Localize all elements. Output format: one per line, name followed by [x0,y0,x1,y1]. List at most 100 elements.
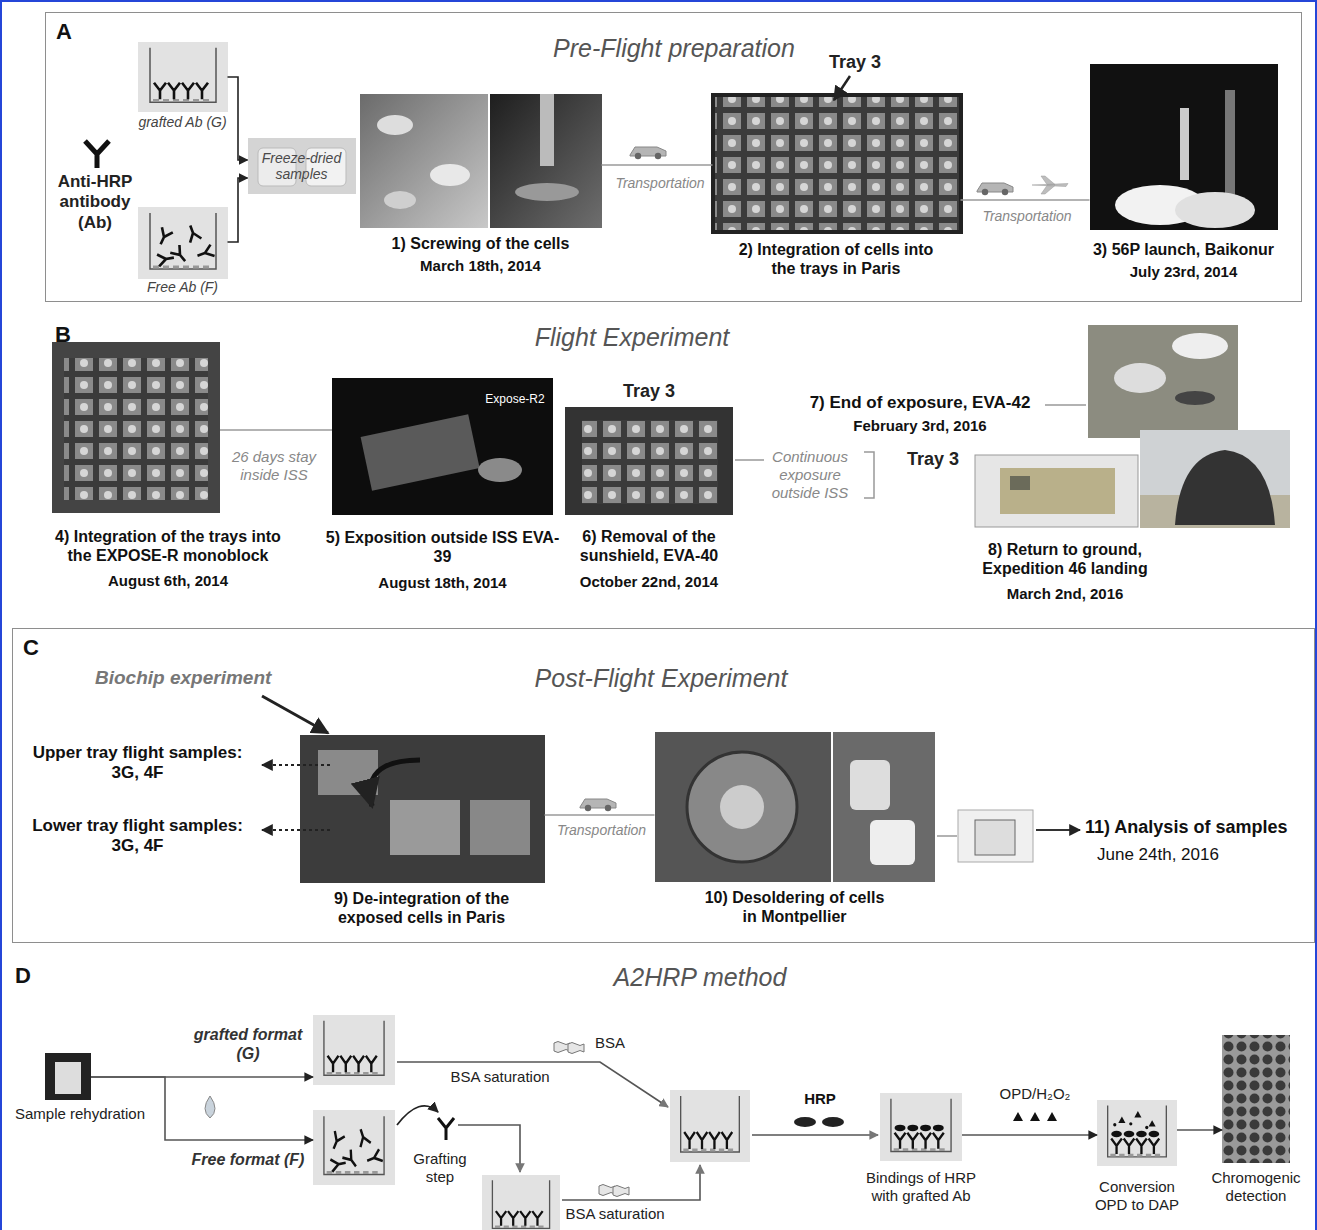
transport-icon [580,147,1068,811]
connector [545,814,655,816]
photo [1172,333,1228,359]
text-slot: Sample rehydration [5,1105,155,1123]
text-slot: 1) Screwing of the cells [350,234,612,253]
photo [720,785,764,829]
photo [870,820,915,865]
method-arrow [599,1185,629,1197]
text-slot: 26 days stay inside ISS [222,448,326,484]
caption-text: 1) Screwing of the cells [350,234,612,253]
text-slot: Pre-Flight preparation [459,33,889,63]
caption-text: 10) Desoldering of cells in Montpellier [700,888,890,926]
text-slot: July 23rd, 2014 [1070,263,1298,281]
well-figure [329,1127,383,1172]
leader-line [1036,829,1080,831]
text-slot: 4) Integration of the trays into the EXP… [48,527,288,565]
caption-text: August 18th, 2014 [322,574,563,592]
figure-box: grafted Ab (G) [138,42,228,112]
caption-text: Chromogenic detection [1196,1169,1316,1205]
photo [1175,391,1215,405]
method-arrow [794,1117,816,1127]
connector [228,77,248,160]
text-slot: Biochip experiment [95,667,315,690]
photo [430,164,470,186]
label-text: D [15,963,45,989]
well-figure [138,42,228,112]
photo [975,455,1138,527]
photo [713,95,961,232]
caption-text: Tray 3 [565,381,733,403]
text-slot: October 22nd, 2014 [554,573,744,591]
text-slot: HRP [795,1090,845,1108]
text-slot: Tray 3 [565,381,733,403]
connector [220,429,332,431]
label-text: Flight Experiment [432,322,832,352]
caption-text: 5) Exposition outside ISS EVA-39 [322,528,563,566]
leader-line [834,76,850,100]
panel-frame: APre-Flight preparationgrafted Ab (G)Fre… [45,12,1302,302]
figure-box: grafted format (G) [313,1015,395,1085]
caption-text: grafted Ab (G) [123,114,243,131]
photo [655,732,831,882]
transport-icon [977,183,1013,195]
well-figure [138,42,1177,1230]
photo [565,407,733,515]
photo [1140,430,1290,528]
text-slot: grafted format (G) [189,1025,307,1063]
text-slot: August 6th, 2014 [48,572,288,590]
figure-box: 2) Integration of cells into the trays i… [713,95,961,232]
label-text: 7) End of exposure, EVA-42 [785,393,1055,413]
photo [64,358,208,500]
text-slot: Post-Flight Experiment [446,663,876,693]
caption-text: grafted format (G) [189,1025,307,1063]
method-arrow [752,1134,878,1136]
well-figure [684,1132,732,1149]
well-figure [313,1110,395,1185]
method-arrow [205,1096,215,1118]
text-slot: Flight Experiment [432,322,832,352]
antibody-symbol [85,141,109,168]
caption-text: Sample rehydration [5,1105,155,1123]
method-arrow [822,1117,844,1127]
text-slot: Tray 3 [820,52,890,74]
photo [470,800,530,855]
figure-box: Sample rehydration [45,1053,91,1100]
antibody-symbol [85,141,109,168]
leader-line [262,696,328,733]
photo [1175,450,1275,525]
well-figure [1111,1131,1159,1137]
photo [45,1053,91,1100]
photo [52,342,220,513]
text-slot: Continuous exposure outside ISS [760,448,860,502]
text-slot: Tray 3 [907,449,969,471]
figure-box: Conversion OPD to DAP [1097,1100,1177,1166]
caption-text: Conversion OPD to DAP [1087,1178,1187,1214]
text-slot: March 2nd, 2016 [965,585,1165,603]
caption-text: Free format (F) [189,1150,307,1169]
photo [478,458,522,482]
figure-box: Expose-R25) Exposition outside ISS EVA-3… [332,378,553,515]
method-arrow [1013,1112,1057,1121]
text-slot: Conversion OPD to DAP [1087,1178,1187,1214]
label-text: Grafting step [405,1150,475,1186]
figure-box: Free Ab (F) [138,207,228,279]
caption-text: Bindings of HRP with grafted Ab [856,1169,986,1205]
caption-text: October 22nd, 2014 [554,573,744,591]
leader-line [735,459,764,461]
caption-text: July 23rd, 2014 [1070,263,1298,281]
caption-text: Tray 3 [907,449,969,471]
figure-box: Freeze-dried samples [248,138,356,194]
text-slot: D [15,963,45,989]
text-slot: 2) Integration of cells into the trays i… [729,240,944,278]
photo [490,94,602,228]
text-slot: 9) De-integration of the exposed cells i… [307,889,537,927]
text-slot: March 18th, 2014 [350,257,612,275]
well-figure [155,223,214,266]
text-slot: Free Ab (F) [123,279,243,296]
label-text: BSA saturation [440,1068,560,1086]
caption-text: Free Ab (F) [123,279,243,296]
text-slot: 7) End of exposure, EVA-42 [785,393,1055,413]
photo [582,420,718,504]
text-slot: B [55,322,85,348]
text-slot: A2HRP method [500,962,900,992]
text-slot: Lower tray flight samples: 3G, 4F [30,816,245,857]
